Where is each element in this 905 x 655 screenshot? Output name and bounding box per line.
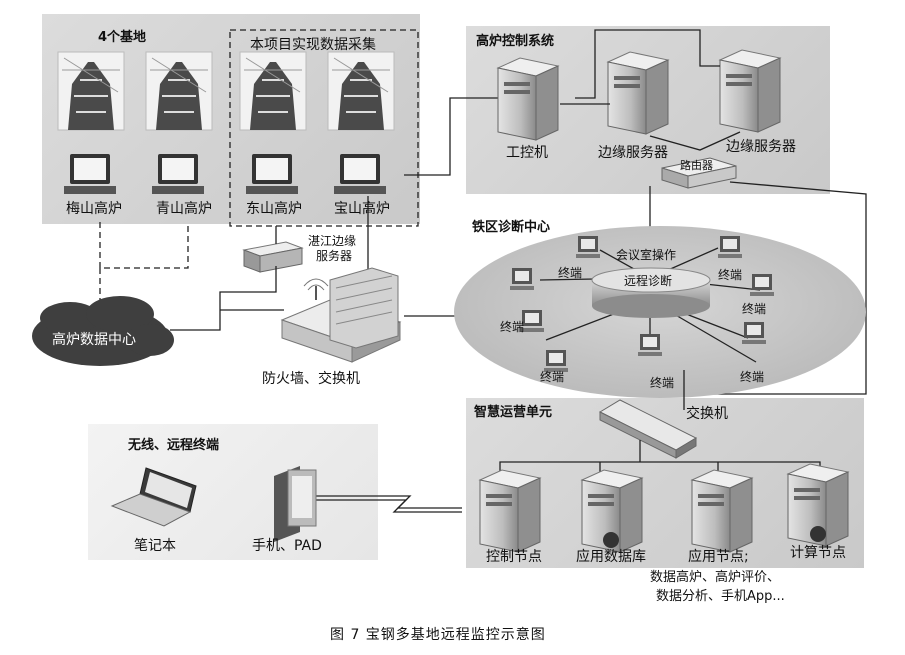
router-label: 路由器 — [680, 159, 713, 172]
wireless-panel — [88, 424, 378, 560]
zhanjiang-server-label-1: 湛江边缘 — [308, 234, 357, 248]
furnace-baoshan-icon — [327, 51, 395, 131]
ops-switch-icon — [598, 399, 698, 459]
terminal-icon — [742, 322, 766, 344]
terminal-label: 终端 — [500, 320, 525, 334]
firewall-label: 防火墙、交换机 — [262, 371, 360, 387]
edge-server-2-icon — [719, 49, 781, 133]
app-node-server-icon — [691, 469, 753, 553]
zhanjiang-server-icon — [242, 241, 304, 273]
project-scope-title: 本项目实现数据采集 — [250, 37, 376, 53]
furnace-qingshan-icon — [145, 51, 213, 131]
app-node-desc-1: 数据高炉、高炉评价、 — [650, 570, 781, 585]
control-node-server-icon — [479, 469, 541, 553]
compute-disc-icon — [810, 526, 826, 542]
base-label-qingshan: 青山高炉 — [156, 201, 212, 217]
monitor-baoshan-icon — [334, 154, 386, 194]
mobile-pad-label: 手机、PAD — [252, 538, 322, 554]
ipc-server-icon — [497, 57, 559, 141]
ops-switch-label: 交换机 — [686, 406, 728, 422]
data-center-label: 高炉数据中心 — [52, 332, 136, 348]
app-database-label: 应用数据库 — [576, 549, 646, 565]
base-label-dongshan: 东山高炉 — [246, 201, 302, 217]
meeting-room-label: 会议室操作 — [616, 248, 677, 262]
furnace-dongshan-icon — [239, 51, 307, 131]
edge-server-1-icon — [607, 51, 669, 135]
compute-node-label: 计算节点 — [790, 545, 846, 561]
remote-diagnosis-cylinder-icon — [591, 267, 711, 318]
laptop-icon — [110, 467, 197, 527]
smart-ops-title: 智慧运营单元 — [474, 405, 553, 420]
mobile-pad-icon — [274, 466, 317, 542]
furnace-meishan-icon — [57, 51, 125, 131]
app-database-disc-icon — [603, 532, 619, 548]
terminal-label: 终端 — [740, 370, 765, 384]
wireless-title: 无线、远程终端 — [128, 438, 220, 453]
monitor-meishan-icon — [64, 154, 116, 194]
terminal-icon — [750, 274, 774, 296]
ipc-label: 工控机 — [506, 145, 548, 161]
firewall-switch-icon — [280, 267, 402, 363]
meeting-room-terminal-icon — [576, 236, 600, 258]
terminal-icon — [718, 236, 742, 258]
terminal-label: 终端 — [718, 268, 743, 282]
base-label-baoshan: 宝山高炉 — [334, 201, 390, 217]
zhanjiang-server-label-2: 服务器 — [316, 249, 353, 263]
terminal-icon — [638, 334, 662, 356]
edge-server-1-label: 边缘服务器 — [598, 145, 668, 161]
monitor-qingshan-icon — [152, 154, 204, 194]
diagnosis-title: 铁区诊断中心 — [472, 220, 551, 235]
terminal-label: 终端 — [540, 370, 565, 384]
terminal-label: 终端 — [650, 376, 675, 390]
terminal-label: 终端 — [742, 302, 767, 316]
app-node-label: 应用节点; — [688, 549, 749, 565]
remote-diagnosis-label: 远程诊断 — [624, 274, 673, 288]
monitor-dongshan-icon — [246, 154, 298, 194]
app-node-desc-2: 数据分析、手机App... — [656, 589, 785, 604]
data-center-cloud-icon — [32, 296, 174, 366]
furnace-control-title: 高炉控制系统 — [476, 34, 555, 49]
base-label-meishan: 梅山高炉 — [66, 201, 122, 217]
edge-server-2-label: 边缘服务器 — [726, 139, 796, 155]
project-scope-box — [229, 29, 419, 227]
terminal-label: 终端 — [558, 266, 583, 280]
figure-caption: 图 7 宝钢多基地远程监控示意图 — [330, 627, 546, 643]
router-icon — [661, 157, 737, 189]
terminal-icon — [510, 268, 534, 290]
laptop-label: 笔记本 — [134, 538, 176, 554]
bases-title: 4个基地 — [98, 30, 147, 45]
control-node-label: 控制节点 — [486, 549, 542, 565]
